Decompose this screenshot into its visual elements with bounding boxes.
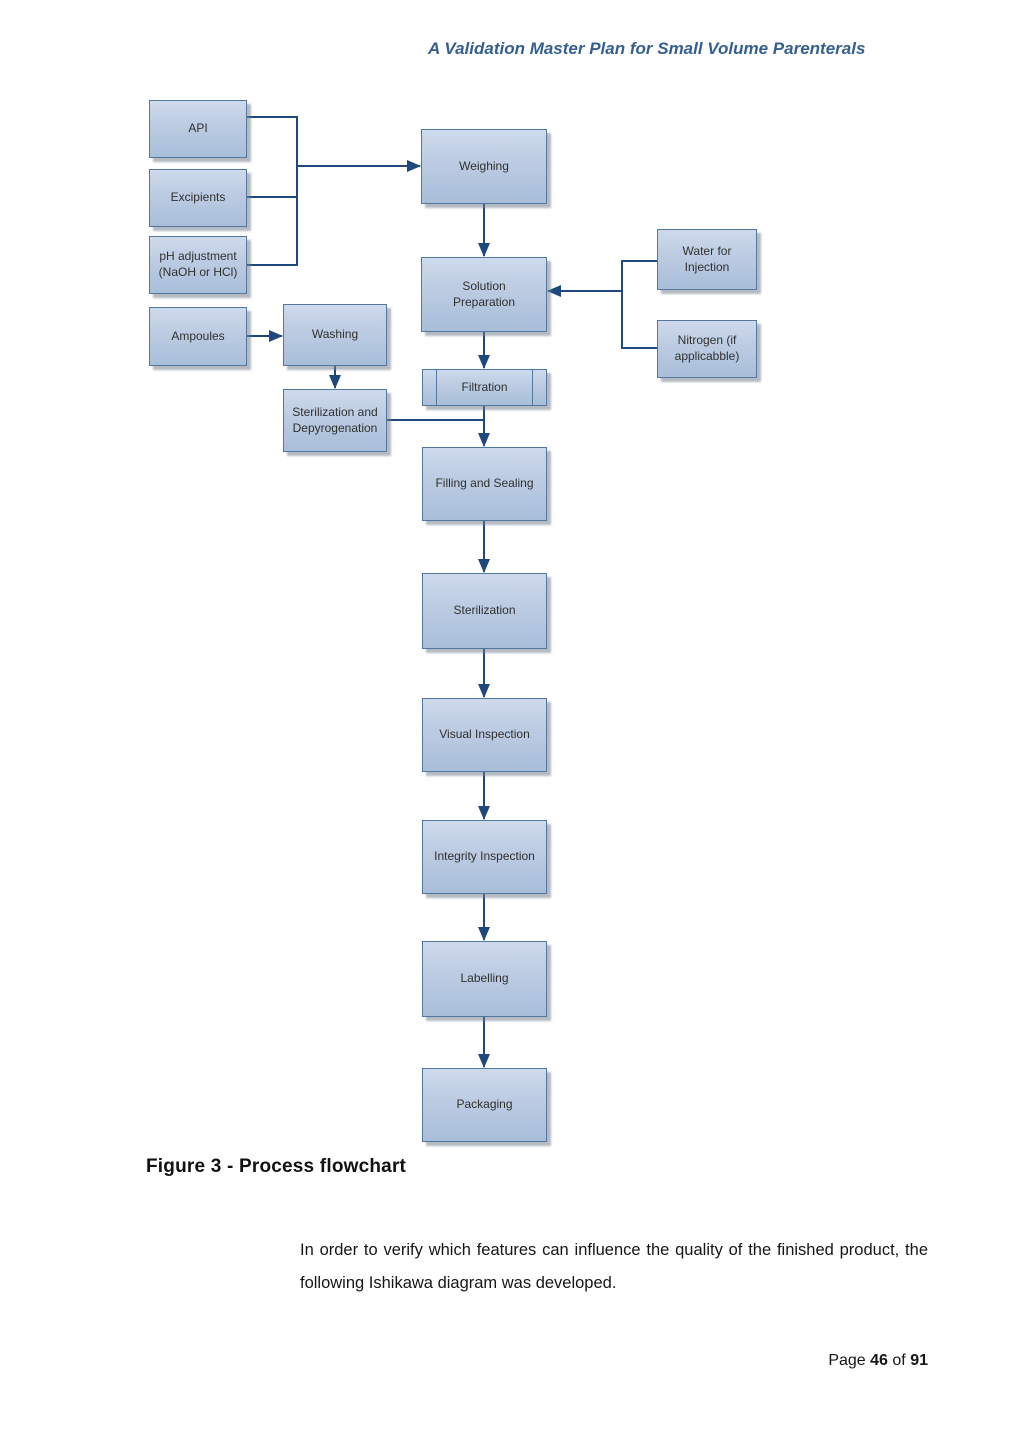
flow-node-integrity-inspection: Integrity Inspection [422, 820, 547, 894]
flow-node-packaging: Packaging [422, 1068, 547, 1142]
flow-node-filling-and-sealing: Filling and Sealing [422, 447, 547, 521]
flow-node-label: pH adjustment (NaOH or HCl) [158, 249, 238, 279]
figure-caption: Figure 3 - Process flowchart [146, 1156, 407, 1177]
page-number-total: 91 [910, 1352, 928, 1369]
predefined-process-bar [532, 370, 533, 405]
flow-node-sterilization-depyrogenation: Sterilization and Depyrogenation [283, 389, 387, 452]
page-number-separator: of [892, 1352, 906, 1369]
flow-node-label: Sterilization [453, 603, 516, 618]
flow-node-label: Integrity Inspection [434, 849, 535, 864]
flow-node-washing: Washing [283, 304, 387, 366]
predefined-process-bar [436, 370, 437, 405]
flow-node-label: Excipients [170, 190, 226, 205]
flow-node-sterilization: Sterilization [422, 573, 547, 649]
document-header-title: A Validation Master Plan for Small Volum… [428, 39, 866, 58]
flow-node-nitrogen: Nitrogen (if applicabble) [657, 320, 757, 378]
flow-node-water-for-injection: Water for Injection [657, 229, 757, 290]
page-number: Page 46 of 91 [700, 1352, 928, 1370]
flow-node-weighing: Weighing [421, 129, 547, 204]
flow-node-label: Weighing [459, 158, 509, 173]
flow-node-label: Filling and Sealing [435, 476, 534, 491]
flow-node-solution-preparation: Solution Preparation [421, 257, 547, 332]
flow-node-label: Solution Preparation [452, 278, 516, 309]
flow-node-label: Packaging [456, 1097, 513, 1112]
flow-node-labelling: Labelling [422, 941, 547, 1017]
flow-node-excipients: Excipients [149, 169, 247, 227]
flow-node-label: Ampoules [171, 328, 225, 343]
flow-node-label: Labelling [460, 971, 509, 986]
flow-node-label: Filtration [461, 379, 508, 394]
flow-node-label: API [188, 121, 208, 136]
flow-node-label: Sterilization and Depyrogenation [292, 404, 378, 435]
flow-node-label: Nitrogen (if applicabble) [674, 333, 740, 363]
flow-node-filtration: Filtration [422, 369, 547, 406]
flow-node-label: Visual Inspection [439, 727, 530, 742]
page-number-current: 46 [870, 1352, 888, 1369]
body-paragraph: In order to verify which features can in… [300, 1241, 928, 1292]
flow-node-ampoules: Ampoules [149, 307, 247, 366]
flow-node-visual-inspection: Visual Inspection [422, 698, 547, 772]
flow-node-label: Washing [311, 327, 359, 342]
flow-node-label: Water for Injection [682, 243, 732, 274]
page-number-prefix: Page [828, 1352, 866, 1369]
flow-node-ph-adjustment: pH adjustment (NaOH or HCl) [149, 236, 247, 294]
flow-node-api: API [149, 100, 247, 158]
